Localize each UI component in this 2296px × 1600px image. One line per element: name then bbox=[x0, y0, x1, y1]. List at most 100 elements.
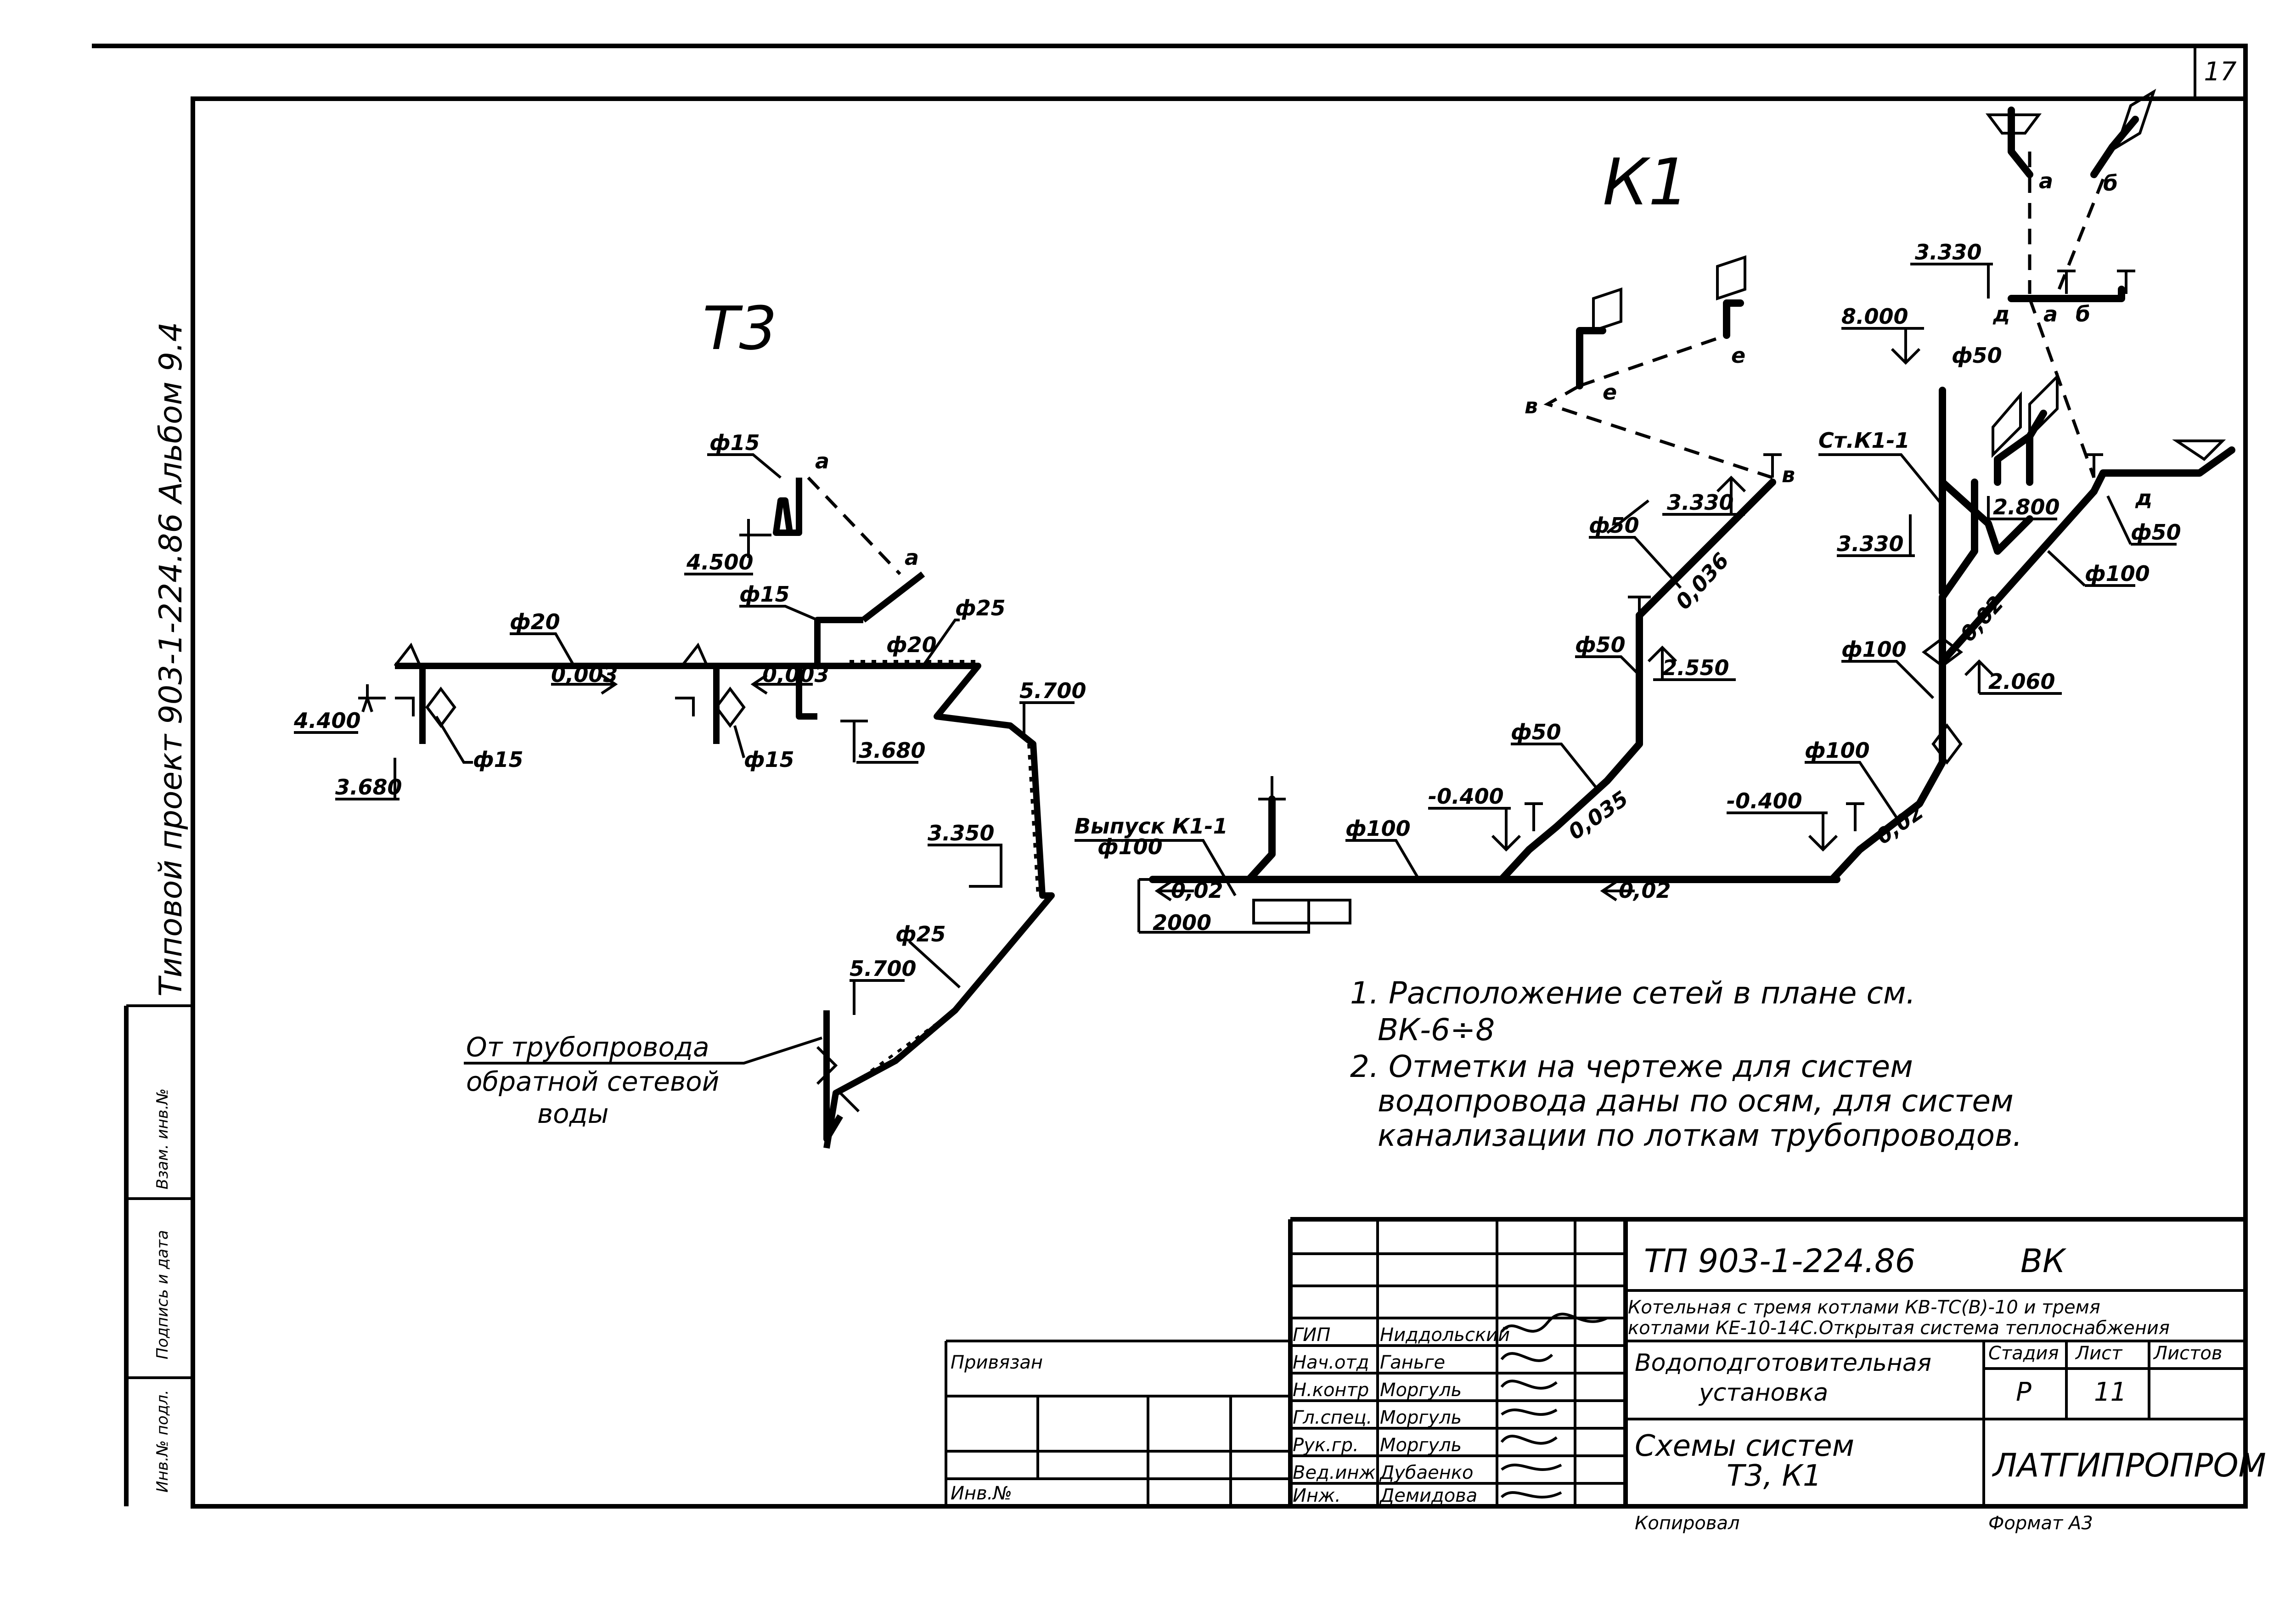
general-notes: 1. Расположение сетей в плане см. ВК-6÷8… bbox=[1350, 975, 2022, 1153]
tb-name-6: Дубаенко bbox=[1379, 1462, 1474, 1483]
k1-vypusk-d: ф100 bbox=[1097, 834, 1163, 859]
note-line4: водопровода даны по осям, для систем bbox=[1378, 1083, 2014, 1119]
k1-d100-c: ф100 bbox=[2085, 561, 2150, 586]
t3-title: Т3 bbox=[703, 293, 777, 363]
k1-el-2800: 2.800 bbox=[1993, 495, 2060, 519]
title-block: Привязан Инв.№ ТП 903-1-224.86 ВК Котель… bbox=[945, 1217, 2266, 1534]
side-stamp: Типовой проект 903-1-224.86 Альбом 9.4 bbox=[153, 322, 189, 997]
t3-d20: ф20 bbox=[510, 609, 560, 634]
tb-role-6: Вед.инж. bbox=[1293, 1462, 1381, 1483]
tb-role-2: Нач.отд bbox=[1293, 1352, 1369, 1373]
t3-el-3680-right: 3.680 bbox=[859, 738, 926, 763]
k1-pt-b2: б bbox=[2076, 302, 2090, 327]
k1-slope-b: 0,036 bbox=[1671, 548, 1733, 614]
t3-el-3680-left: 3.680 bbox=[335, 775, 402, 800]
stamp-sign-label: Подпись и дата bbox=[153, 1230, 172, 1359]
t3-source-note: От трубопровода обратной сетевой воды bbox=[464, 1031, 822, 1129]
sheet-frame bbox=[92, 44, 2248, 1509]
tb-project-code: ТП 903-1-224.86 bbox=[1644, 1242, 1915, 1280]
t3-el-5700-bottom: 5.700 bbox=[850, 956, 917, 981]
tb-object-line2: котлами КЕ-10-14С.Открытая система тепло… bbox=[1628, 1318, 2170, 1339]
tb-stage-header: Стадия bbox=[1988, 1343, 2059, 1364]
k1-d50-c: ф50 bbox=[1589, 513, 1639, 538]
t3-source-line2: обратной сетевой bbox=[466, 1066, 719, 1097]
tb-format: Формат А3 bbox=[1988, 1513, 2093, 1534]
k1-pt-d2: д bbox=[2135, 485, 2152, 510]
tb-role-7: Инж. bbox=[1293, 1485, 1341, 1506]
t3-pt-a2: а bbox=[905, 545, 919, 570]
k1-el-2060: 2.060 bbox=[1988, 669, 2055, 694]
tb-sheet-title-2: Т3, К1 bbox=[1727, 1459, 1822, 1493]
k1-pt-v2: в bbox=[1782, 462, 1795, 487]
tb-name-2: Ганьге bbox=[1380, 1352, 1445, 1373]
tb-role-1: ГИП bbox=[1293, 1324, 1330, 1346]
k1-pt-b: б bbox=[2103, 171, 2118, 196]
stamp-inv-label: Инв.№ подл. bbox=[153, 1390, 172, 1493]
k1-pt-d1: д bbox=[1992, 302, 2010, 327]
tb-name-4: Моргуль bbox=[1380, 1407, 1462, 1428]
t3-d15-top: ф15 bbox=[709, 430, 760, 455]
tb-object-line1: Котельная с тремя котлами КВ-ТС(В)-10 и … bbox=[1628, 1297, 2100, 1318]
t3-d25-top: ф25 bbox=[955, 596, 1006, 620]
k1-el-3330-a: 3.330 bbox=[1667, 490, 1734, 515]
t3-source-line3: воды bbox=[537, 1098, 609, 1129]
tb-copied: Копировал bbox=[1635, 1513, 1740, 1534]
k1-d50-b: ф50 bbox=[1575, 632, 1626, 657]
tb-name-5: Моргуль bbox=[1380, 1435, 1462, 1456]
t3-pt-a1: а bbox=[815, 449, 829, 473]
tb-privyazan: Привязан bbox=[951, 1352, 1043, 1373]
tb-name-1: Ниддольский bbox=[1380, 1324, 1510, 1346]
tb-mark: ВК bbox=[2020, 1242, 2067, 1280]
k1-d100-b: ф100 bbox=[1841, 637, 1907, 662]
tb-role-4: Гл.спец. bbox=[1293, 1407, 1372, 1428]
k1-el-m0400-b: -0.400 bbox=[1727, 789, 1802, 813]
tb-sheet-title-1: Схемы систем bbox=[1635, 1429, 1854, 1463]
k1-pt-a: а bbox=[2039, 169, 2053, 193]
k1-el-m0400-a: -0.400 bbox=[1428, 784, 1504, 809]
left-stamp-labels: Инв.№ подл. Подпись и дата Взам. инв.№ bbox=[153, 1088, 172, 1493]
tb-stage: Р bbox=[2016, 1377, 2032, 1407]
t3-el-4500: 4.500 bbox=[686, 550, 754, 575]
stamp-replace-label: Взам. инв.№ bbox=[153, 1088, 172, 1189]
k1-d50-e: ф50 bbox=[1952, 343, 2002, 368]
tb-name-3: Моргуль bbox=[1380, 1380, 1462, 1401]
tb-sheets-header: Листов bbox=[2153, 1343, 2222, 1364]
note-line1: 1. Расположение сетей в плане см. bbox=[1350, 975, 1916, 1011]
t3-d15-left: ф15 bbox=[473, 747, 523, 772]
k1-pt-v1: в bbox=[1525, 394, 1538, 418]
t3-d20-b: ф20 bbox=[886, 632, 937, 657]
k1-el-3330-b: 3.330 bbox=[1837, 531, 1904, 556]
k1-el-8000: 8.000 bbox=[1841, 304, 1908, 329]
tb-names: Ниддольский Ганьге Моргуль Моргуль Моргу… bbox=[1379, 1324, 1510, 1506]
note-line5: канализации по лоткам трубопроводов. bbox=[1378, 1118, 2022, 1153]
k1-d100-a: ф100 bbox=[1805, 738, 1870, 763]
k1-slope-main: 0,02 bbox=[1619, 878, 1671, 903]
sheet-number: 17 bbox=[2204, 57, 2237, 87]
k1-slope-out: 0,02 bbox=[1171, 878, 1223, 903]
t3-slope1: 0,003 bbox=[551, 662, 618, 687]
t3-d25-bottom: ф25 bbox=[895, 922, 946, 946]
tb-org: ЛАТГИПРОПРОМ bbox=[1992, 1447, 2266, 1484]
k1-schematic: К1 bbox=[1075, 89, 2235, 935]
k1-pt-e2: е bbox=[1731, 343, 1745, 368]
tb-signatures bbox=[1500, 1313, 1608, 1499]
k1-riser: Ст.К1-1 bbox=[1818, 428, 1910, 453]
k1-pt-e1: е bbox=[1603, 380, 1617, 405]
t3-el-4400: 4.400 bbox=[293, 708, 361, 733]
t3-el-3350: 3.350 bbox=[928, 821, 995, 845]
tb-role-5: Рук.гр. bbox=[1293, 1435, 1359, 1456]
k1-dist: 2000 bbox=[1153, 910, 1211, 935]
t3-schematic: Т3 ф20 0,003 0,003 ф15 ф15 ф15 bbox=[293, 293, 1086, 1149]
tb-building-2: установка bbox=[1698, 1379, 1828, 1407]
note-line2: ВК-6÷8 bbox=[1378, 1012, 1495, 1048]
tb-role-3: Н.контр bbox=[1293, 1380, 1369, 1401]
tb-roles: ГИП Нач.отд Н.контр Гл.спец. Рук.гр. Вед… bbox=[1293, 1324, 1381, 1506]
k1-d100-main: ф100 bbox=[1345, 816, 1411, 841]
t3-el-5700-top: 5.700 bbox=[1019, 678, 1086, 703]
k1-title: К1 bbox=[1603, 145, 1689, 220]
t3-d15-right: ф15 bbox=[744, 747, 794, 772]
tb-sheet-header: Лист bbox=[2075, 1343, 2123, 1364]
t3-d15-mid: ф15 bbox=[739, 582, 790, 607]
k1-vypusk: Выпуск К1-1 bbox=[1075, 814, 1228, 839]
